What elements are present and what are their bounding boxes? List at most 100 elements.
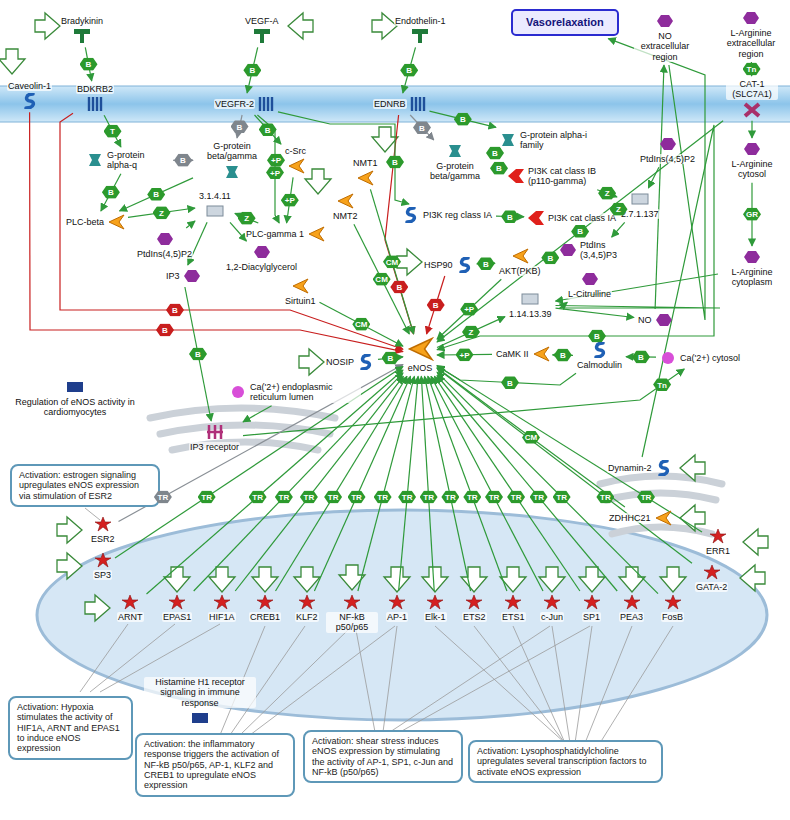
entity-label: PtdIns(4,5)P2 [136, 249, 193, 259]
note-box: Activation: the inflammatory response tr… [135, 733, 295, 797]
map-icon [191, 710, 209, 726]
mol-icon [253, 244, 271, 260]
connector [608, 39, 705, 320]
pathway-entity: G-protein alpha-i family [499, 130, 601, 151]
tf-icon [583, 594, 601, 610]
pathway-entity: IP3 [165, 268, 201, 284]
entity-label: Dynamin-2 [607, 463, 653, 473]
entity-label: 3.1.4.11 [198, 191, 232, 201]
entity-label: G-protein beta/gamma [419, 161, 491, 182]
entity-label: IP3 [165, 271, 181, 281]
mol-icon [183, 268, 201, 284]
blue-icon [456, 257, 474, 273]
connector [431, 376, 543, 591]
pathway-entity: SP1 [582, 594, 601, 622]
pathway-entity: 1,2-Diacylglycerol [225, 244, 298, 272]
tf-icon [543, 594, 561, 610]
entity-label: L-Citrulline [567, 289, 612, 299]
prot-icon [336, 193, 354, 209]
interaction-label: TR [441, 491, 459, 504]
mol-icon [581, 271, 599, 287]
tf-icon [256, 594, 274, 610]
mol-icon [659, 136, 677, 152]
entity-label: NO extracellular region [634, 31, 696, 62]
interaction-label: TR [275, 491, 293, 504]
entity-label: Caveolin-1 [7, 81, 52, 91]
pathway-entity: PI3K cat class IB (p110-gamma) [507, 166, 614, 187]
connector [243, 369, 684, 436]
pathway-entity: NF-kB p50/p65 [326, 594, 378, 633]
map-icon [66, 379, 84, 395]
pathway-entity: L-Citrulline [567, 271, 612, 299]
connector [235, 376, 403, 591]
pathway-entity: Endothelin-1 [394, 16, 447, 44]
entity-label: eNOS [407, 363, 434, 373]
interaction-label: B [413, 121, 431, 134]
blue-icon [402, 207, 420, 223]
pathway-entity: VEGFR-2 [214, 96, 275, 112]
tf-icon [94, 516, 112, 532]
entity-label: KLF2 [295, 612, 319, 622]
interaction-label: B [390, 281, 408, 294]
rec-icon [257, 96, 275, 112]
pathway-entity: PLC-beta [65, 214, 125, 230]
pathway-entity: EPAS1 [162, 594, 192, 622]
entity-label: EDNRB [373, 99, 407, 109]
pathway-entity: ETS2 [462, 594, 487, 622]
pathway-entity: ESR2 [90, 516, 116, 544]
interaction-label: B [501, 376, 519, 389]
rec-icon [86, 96, 104, 112]
ion-icon [229, 384, 247, 400]
tf-icon [703, 564, 721, 580]
connector [358, 376, 415, 591]
pathway-entity: IP3 receptor [189, 424, 240, 452]
interaction-label: TR [463, 491, 481, 504]
pathway-entity: 1.14.13.39 [508, 291, 553, 319]
pathway-entity: NO extracellular region [634, 13, 696, 62]
interaction-label: B [174, 154, 192, 167]
interaction-label: GR [743, 208, 761, 221]
golgi-apparatus [600, 476, 722, 534]
entity-label: PI3K cat class IA [547, 213, 617, 223]
note-text: Activation: Lysophosphatidylcholine upre… [476, 746, 655, 777]
note-box: Activation: shear stress induces eNOS ex… [303, 730, 463, 783]
connector [147, 370, 404, 594]
pathway-entity: PtdIns(4,5)P2 [639, 136, 696, 164]
interaction-label: B [156, 324, 174, 337]
entity-label: PI3K cat class IB (p110-gamma) [527, 166, 614, 187]
endoplasmic-reticulum [150, 408, 335, 450]
pathway-entity: CaMK II [495, 346, 550, 362]
blue-icon [591, 342, 609, 358]
note-box: Activation: Lysophosphatidylcholine upre… [468, 740, 663, 783]
entity-label: SP1 [582, 612, 601, 622]
interaction-label: B [189, 348, 207, 361]
connector [751, 121, 752, 138]
pathway-entity: ARNT [117, 594, 144, 622]
membrane-edge [0, 122, 790, 123]
lig-icon [411, 28, 429, 44]
entity-label: 1.14.13.39 [508, 309, 553, 319]
interaction-label: +P [460, 303, 478, 316]
entity-label: ESR2 [90, 534, 116, 544]
prot-icon [406, 337, 434, 361]
entity-label: Ca('2+) endoplasmic reticulum lumen [249, 382, 361, 403]
entity-label: EPAS1 [162, 612, 192, 622]
interaction-label: +P [281, 194, 299, 207]
gp-icon [223, 164, 241, 180]
connector [185, 287, 211, 421]
entity-label: ARNT [117, 612, 144, 622]
connector [60, 113, 403, 349]
tf-icon [465, 594, 483, 610]
connector [230, 222, 246, 241]
pathway-entity: L-Arginine cytosol [721, 141, 783, 180]
pathway-entity: Histamine H1 receptor signaling in immun… [144, 677, 256, 726]
entity-label: NMT2 [332, 211, 359, 221]
ion-icon [659, 350, 677, 366]
interaction-label: B [501, 210, 519, 223]
interaction-label: +P [266, 166, 284, 179]
connector [320, 302, 404, 346]
interaction-label: T [104, 125, 122, 138]
tf-icon [213, 594, 231, 610]
connector [115, 367, 403, 558]
